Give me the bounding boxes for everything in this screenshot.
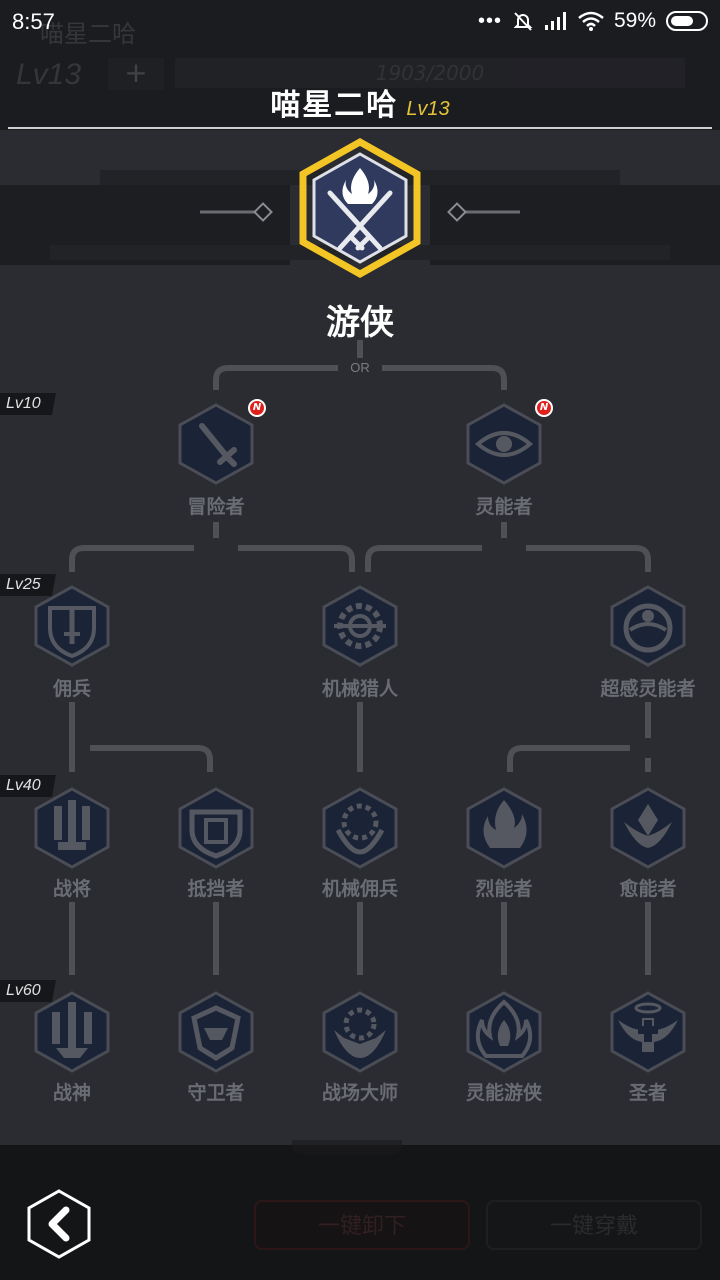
class-node-battle-master[interactable] bbox=[320, 990, 400, 1074]
class-node-guardian[interactable] bbox=[176, 990, 256, 1074]
eye-icon bbox=[466, 403, 542, 485]
winged-cross-icon bbox=[610, 991, 686, 1073]
battery-percent: 59% bbox=[613, 9, 656, 32]
gear-wings-icon bbox=[322, 787, 398, 869]
class-node-mercenary[interactable] bbox=[32, 584, 112, 668]
bottom-bar bbox=[0, 1145, 720, 1280]
new-badge-adventurer: N bbox=[248, 399, 266, 417]
fire-icon bbox=[466, 787, 542, 869]
class-node-saint[interactable] bbox=[608, 990, 688, 1074]
label-super-psionic: 超感灵能者 bbox=[600, 678, 696, 700]
status-time: 8:57 bbox=[12, 9, 55, 34]
label-blocker: 抵挡者 bbox=[187, 878, 245, 900]
label-mech-mercenary: 机械佣兵 bbox=[321, 878, 398, 900]
gear-icon bbox=[322, 585, 398, 667]
label-adventurer: 冒险者 bbox=[187, 496, 245, 518]
level-tag-10: Lv10 bbox=[0, 393, 76, 415]
back-button[interactable] bbox=[26, 1188, 92, 1260]
label-warlord: 战将 bbox=[52, 878, 91, 900]
label-battle-master: 战场大师 bbox=[321, 1082, 398, 1104]
label-psionic: 灵能者 bbox=[475, 496, 533, 518]
class-node-blocker[interactable] bbox=[176, 786, 256, 870]
or-label: OR bbox=[350, 360, 370, 375]
class-node-healer[interactable] bbox=[608, 786, 688, 870]
bg-name: 喵星二哈 bbox=[40, 20, 136, 48]
label-guardian: 守卫者 bbox=[187, 1082, 245, 1104]
unequip-all-button[interactable]: 一键卸下 bbox=[254, 1200, 470, 1250]
label-psi-ranger: 灵能游侠 bbox=[465, 1082, 542, 1104]
new-badge-psionic: N bbox=[535, 399, 553, 417]
crossed-swords-flame-icon bbox=[299, 137, 421, 279]
class-node-super-psionic[interactable] bbox=[608, 584, 688, 668]
background-game-ui: 喵星二哈 Lv13 + 1903/2000 bbox=[0, 0, 720, 130]
status-bar: 8:57 ••• 59% bbox=[0, 0, 720, 50]
shield-icon bbox=[178, 787, 254, 869]
fist-blades-icon bbox=[34, 787, 110, 869]
orb-icon bbox=[610, 585, 686, 667]
hidden-tab bbox=[292, 1140, 402, 1154]
main-class-name: 游侠 bbox=[326, 303, 394, 343]
signal-icon bbox=[544, 12, 566, 30]
more-dots-icon: ••• bbox=[477, 9, 502, 32]
label-healer: 愈能者 bbox=[619, 878, 677, 900]
gear-wings-icon bbox=[322, 991, 398, 1073]
class-node-psionic[interactable] bbox=[464, 402, 544, 486]
wifi-icon bbox=[578, 11, 604, 31]
bg-level: Lv13 bbox=[16, 58, 82, 91]
label-pyro: 烈能者 bbox=[475, 878, 533, 900]
class-node-psi-ranger[interactable] bbox=[464, 990, 544, 1074]
mute-icon bbox=[513, 12, 533, 31]
bg-exp-bar: 1903/2000 bbox=[175, 58, 685, 88]
equip-all-button[interactable]: 一键穿戴 bbox=[486, 1200, 702, 1250]
main-class-badge[interactable] bbox=[290, 137, 430, 279]
class-node-pyro[interactable] bbox=[464, 786, 544, 870]
bg-plus-button: + bbox=[108, 58, 164, 90]
class-node-adventurer[interactable] bbox=[176, 402, 256, 486]
label-mercenary: 佣兵 bbox=[52, 678, 91, 700]
level-tag-60: Lv60 bbox=[0, 980, 76, 1002]
character-header: 喵星二哈 Lv13 bbox=[0, 80, 720, 130]
fire-swirl-icon bbox=[466, 991, 542, 1073]
shield-sword-icon bbox=[34, 585, 110, 667]
back-icon bbox=[27, 1189, 91, 1259]
class-node-mech-mercenary[interactable] bbox=[320, 786, 400, 870]
label-mech-hunter: 机械猎人 bbox=[321, 678, 398, 700]
battery-icon bbox=[666, 11, 708, 31]
class-node-warlord[interactable] bbox=[32, 786, 112, 870]
class-node-mech-hunter[interactable] bbox=[320, 584, 400, 668]
sword-icon bbox=[178, 403, 254, 485]
character-level: Lv13 bbox=[406, 98, 450, 120]
label-saint: 圣者 bbox=[628, 1082, 667, 1104]
fist-blades-icon bbox=[34, 991, 110, 1073]
level-tag-40: Lv40 bbox=[0, 775, 76, 797]
label-war-god: 战神 bbox=[52, 1082, 91, 1104]
header-divider bbox=[8, 127, 712, 129]
lotus-icon bbox=[610, 787, 686, 869]
class-node-war-god[interactable] bbox=[32, 990, 112, 1074]
character-name: 喵星二哈 bbox=[270, 88, 399, 123]
level-tag-25: Lv25 bbox=[0, 574, 76, 596]
helmet-icon bbox=[178, 991, 254, 1073]
